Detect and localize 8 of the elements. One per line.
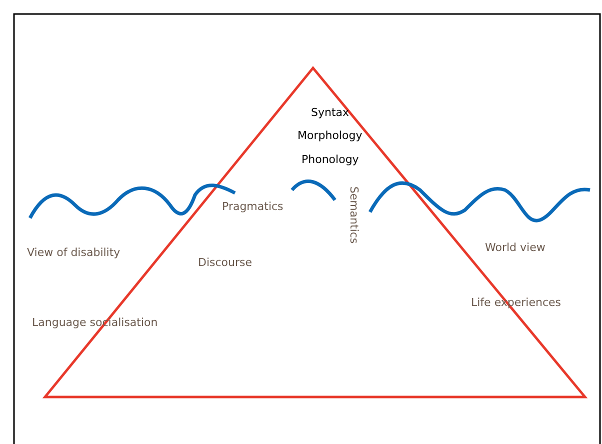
level-label: Phonology — [302, 153, 359, 167]
context-label: Semantics — [346, 186, 360, 244]
level-label: Morphology — [298, 129, 362, 143]
context-label: View of disability — [27, 246, 120, 260]
context-label: Pragmatics — [222, 200, 284, 214]
level-label: Syntax — [311, 106, 350, 120]
context-label: Discourse — [198, 256, 252, 270]
context-label: World view — [485, 241, 546, 255]
